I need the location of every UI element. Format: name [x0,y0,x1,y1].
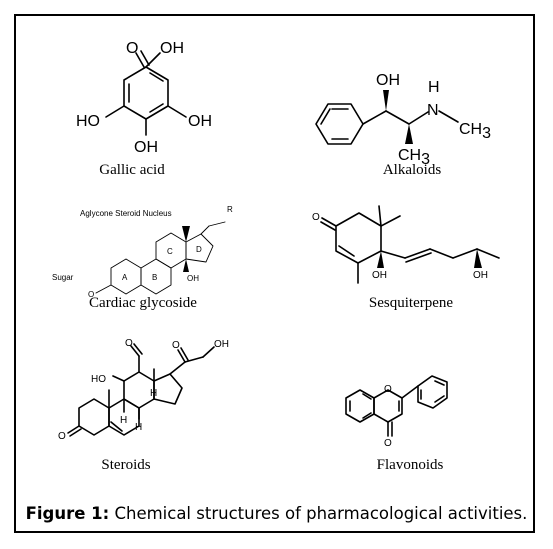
flavonoid-structure: O O [345,375,448,449]
sesquiterpene-o: O [312,212,320,223]
figure-caption-label: Figure 1: [25,504,110,523]
compound-name-cardiac-glycoside: Cardiac glycoside [89,295,197,311]
steroid-h3: H [135,422,142,433]
sesquiterpene-oh-chain: OH [473,270,488,281]
alkaloid-n-ch3: CH3 [459,121,491,142]
compound-name-steroids: Steroids [101,457,151,473]
steroid-structure: HO O O OH H H H O [58,338,229,442]
steroid-h1: H [120,415,127,426]
cardiac-ring-c: C [167,247,173,256]
sesquiterpene-structure: O OH OH [312,205,500,284]
cardiac-glycoside-structure: Aglycone Steroid Nucleus R Sugar O A B C… [52,205,233,299]
alkaloid-n: N [427,102,439,119]
gallic-oh-bottom: OH [134,139,158,156]
steroid-ho: HO [91,374,106,385]
cardiac-ring-a: A [122,273,128,282]
gallic-ho-left: HO [76,113,100,130]
steroid-o-ring: O [58,431,66,442]
gallic-acid-oh: OH [160,40,184,57]
flavonoid-o-keto: O [384,438,392,449]
alkaloid-structure: OH H N CH3 CH3 [315,72,491,168]
cardiac-nucleus-label: Aglycone Steroid Nucleus [80,209,172,218]
compound-name-gallic-acid: Gallic acid [99,162,165,178]
cardiac-ring-b: B [152,273,157,282]
steroid-oh: OH [214,339,229,350]
flavonoid-o-ring: O [384,384,392,395]
alkaloid-oh: OH [376,72,400,89]
cardiac-oh: OH [187,274,199,283]
gallic-carbonyl-o: O [126,40,138,57]
figure-frame: O OH HO OH OH Gallic acid OH H N CH3 CH3… [14,14,535,533]
sesquiterpene-oh-ring: OH [372,270,387,281]
figure-caption-text: Chemical structures of pharmacological a… [109,504,528,523]
compound-name-alkaloids: Alkaloids [382,162,442,178]
alkaloid-h: H [428,79,440,96]
steroid-o-keto: O [172,340,180,351]
gallic-acid-structure: O OH HO OH OH [76,40,212,156]
cardiac-sugar: Sugar [52,273,74,282]
steroid-h2: H [150,388,157,399]
compound-name-sesquiterpene: Sesquiterpene [368,295,454,311]
figure-caption: Figure 1: Chemical structures of pharmac… [16,504,537,523]
cardiac-r: R [227,205,233,214]
steroid-o-aldehyde: O [125,338,133,349]
cardiac-o: O [88,290,94,299]
gallic-oh-right: OH [188,113,212,130]
alkaloid-ch3: CH3 [398,147,430,168]
cardiac-ring-d: D [196,245,202,254]
compound-name-flavonoids: Flavonoids [376,457,444,473]
